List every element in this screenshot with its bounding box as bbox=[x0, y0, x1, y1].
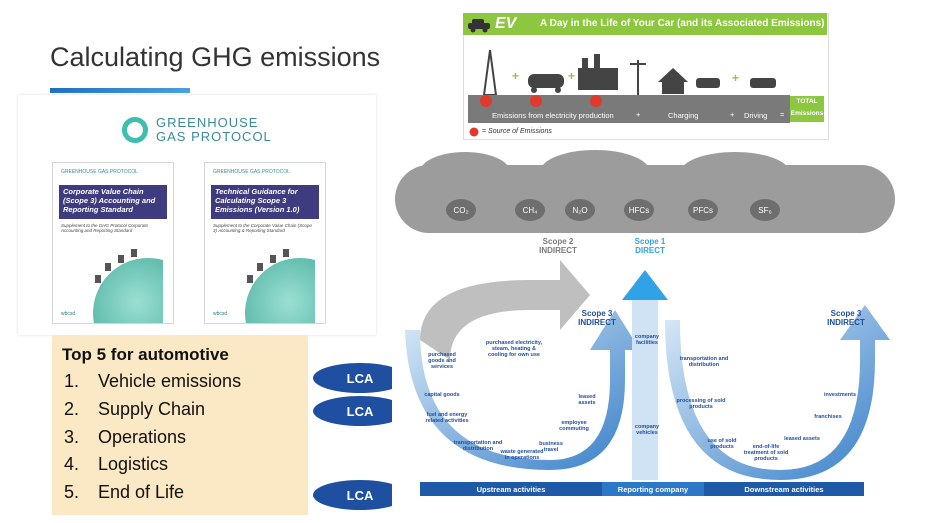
item-number: 5. bbox=[64, 482, 80, 502]
ev-scene-illustration: + + + bbox=[482, 49, 776, 96]
svg-text:+: + bbox=[568, 69, 575, 83]
top5-item: 3. Operations bbox=[64, 427, 186, 448]
ev-source-legend: = Source of Emissions bbox=[482, 128, 552, 135]
ev-segment-electricity: Emissions from electricity production bbox=[492, 111, 614, 120]
upstream-item: capital goods bbox=[424, 392, 460, 398]
item-text: Logistics bbox=[98, 454, 169, 474]
ev-emissions-band bbox=[468, 95, 790, 123]
ev-heading: A Day in the Life of Your Car (and its A… bbox=[540, 18, 825, 29]
book-cover-technical-guidance: GREENHOUSE GAS PROTOCOL Technical Guidan… bbox=[204, 162, 326, 324]
top5-item: 2. Supply Chain bbox=[64, 399, 205, 420]
ev-op: + bbox=[636, 110, 641, 119]
gas-n2o: N₂O bbox=[565, 199, 595, 221]
company-item: company facilities bbox=[634, 334, 660, 346]
emission-source-icons bbox=[480, 95, 602, 107]
item-text: End of Life bbox=[98, 482, 185, 502]
ev-segment-charging: Charging bbox=[668, 111, 699, 120]
book-title: Technical Guidance for Calculating Scope… bbox=[211, 185, 319, 219]
gas-sf6: SF₆ bbox=[750, 199, 780, 221]
ev-label: EV bbox=[495, 15, 517, 32]
downstream-item: end-of-life treatment of sold products bbox=[743, 444, 789, 462]
ev-total: TOTAL Emissions bbox=[790, 96, 824, 122]
svg-text:+: + bbox=[732, 71, 739, 85]
building-icon bbox=[105, 263, 111, 271]
book-header: GREENHOUSE GAS PROTOCOL bbox=[61, 169, 138, 175]
item-number: 4. bbox=[64, 454, 80, 474]
activities-bar: Upstream activities Reporting company Do… bbox=[420, 482, 864, 496]
scope3-right-label: Scope 3 INDIRECT bbox=[827, 309, 865, 327]
scope1-label: Scope 1 DIRECT bbox=[634, 237, 666, 255]
person-icon bbox=[247, 275, 253, 283]
upstream-item: employee commuting bbox=[559, 420, 589, 432]
gas-hfcs: HFCs bbox=[624, 199, 654, 221]
upstream-item: fuel and energy related activities bbox=[425, 412, 469, 424]
truck-icon bbox=[131, 249, 137, 257]
book-header: GREENHOUSE GAS PROTOCOL bbox=[213, 169, 290, 175]
book-title: Corporate Value Chain (Scope 3) Accounti… bbox=[59, 185, 167, 219]
top5-title: Top 5 for automotive bbox=[62, 345, 229, 364]
lca-oval: LCA bbox=[313, 363, 407, 393]
truck-icon bbox=[283, 249, 289, 257]
book-subtitle: Supplement to the GHG Protocol Corporate… bbox=[61, 223, 149, 233]
svg-text:+: + bbox=[512, 69, 519, 83]
cloud-puff bbox=[680, 152, 790, 194]
building-icon bbox=[257, 263, 263, 271]
cloud-puff bbox=[540, 150, 650, 194]
item-number: 2. bbox=[64, 399, 80, 419]
upstream-item: leased assets bbox=[578, 394, 596, 406]
company-item: company vehicles bbox=[634, 424, 660, 436]
lca-oval: LCA bbox=[313, 480, 407, 510]
top5-item: 1. Vehicle emissions bbox=[64, 371, 241, 392]
person-icon bbox=[95, 275, 101, 283]
downstream-item: use of sold products bbox=[707, 438, 737, 450]
downstream-item: leased assets bbox=[784, 436, 820, 442]
gas-co2: CO₂ bbox=[446, 199, 476, 221]
item-text: Vehicle emissions bbox=[98, 371, 242, 391]
lca-oval: LCA bbox=[313, 396, 407, 426]
title-underline bbox=[50, 88, 190, 93]
item-number: 1. bbox=[64, 371, 80, 391]
downstream-item: investments bbox=[823, 392, 857, 398]
factory-icon bbox=[118, 255, 124, 263]
top5-item: 5. End of Life bbox=[64, 482, 184, 503]
gas-ch4: CH₄ bbox=[515, 199, 545, 221]
slide-title: Calculating GHG emissions bbox=[50, 42, 381, 72]
factory-icon bbox=[270, 255, 276, 263]
downstream-item: transportation and distribution bbox=[679, 356, 729, 368]
book-footer: wbcsd bbox=[61, 311, 76, 317]
upstream-item: purchased goods and services bbox=[428, 352, 456, 370]
upstream-item: purchased electricity, steam, heating & … bbox=[485, 340, 543, 358]
item-text: Operations bbox=[98, 427, 187, 447]
scope3-left-label: Scope 3 INDIRECT bbox=[578, 309, 616, 327]
logo-line1: GREENHOUSE bbox=[156, 115, 259, 130]
ghg-logo-icon bbox=[122, 117, 148, 143]
scope-arrows-illustration bbox=[405, 260, 890, 480]
downstream-item: processing of sold products bbox=[676, 398, 726, 410]
car-icon bbox=[468, 19, 490, 33]
ev-header-band bbox=[463, 13, 827, 35]
book-cover-scope3-standard: GREENHOUSE GAS PROTOCOL Corporate Value … bbox=[52, 162, 174, 324]
ghg-protocol-logo: GREENHOUSE GAS PROTOCOL bbox=[122, 116, 272, 144]
gas-pfcs: PFCs bbox=[688, 199, 718, 221]
item-number: 3. bbox=[64, 427, 80, 447]
book-subtitle: Supplement to the Corporate Value Chain … bbox=[213, 223, 312, 233]
ev-segment-driving: Driving bbox=[744, 111, 768, 120]
bar-downstream: Downstream activities bbox=[704, 482, 864, 496]
downstream-item: franchises bbox=[814, 414, 842, 420]
emission-source-icon bbox=[469, 127, 479, 137]
top5-item: 4. Logistics bbox=[64, 454, 168, 475]
bar-upstream: Upstream activities bbox=[420, 482, 602, 496]
logo-line2: GAS PROTOCOL bbox=[156, 129, 272, 144]
ev-op: + bbox=[730, 110, 735, 119]
upstream-item: waste generated in operations bbox=[500, 449, 544, 461]
top5-box bbox=[52, 335, 308, 515]
upstream-item: transportation and distribution bbox=[453, 440, 503, 452]
book-footer: wbcsd bbox=[213, 311, 228, 317]
scope2-label: Scope 2 INDIRECT bbox=[539, 237, 577, 255]
bar-reporting-company: Reporting company bbox=[602, 482, 704, 496]
item-text: Supply Chain bbox=[98, 399, 206, 419]
ev-op: = bbox=[780, 110, 785, 119]
cloud-puff bbox=[420, 152, 510, 192]
upstream-item: business travel bbox=[539, 441, 563, 453]
